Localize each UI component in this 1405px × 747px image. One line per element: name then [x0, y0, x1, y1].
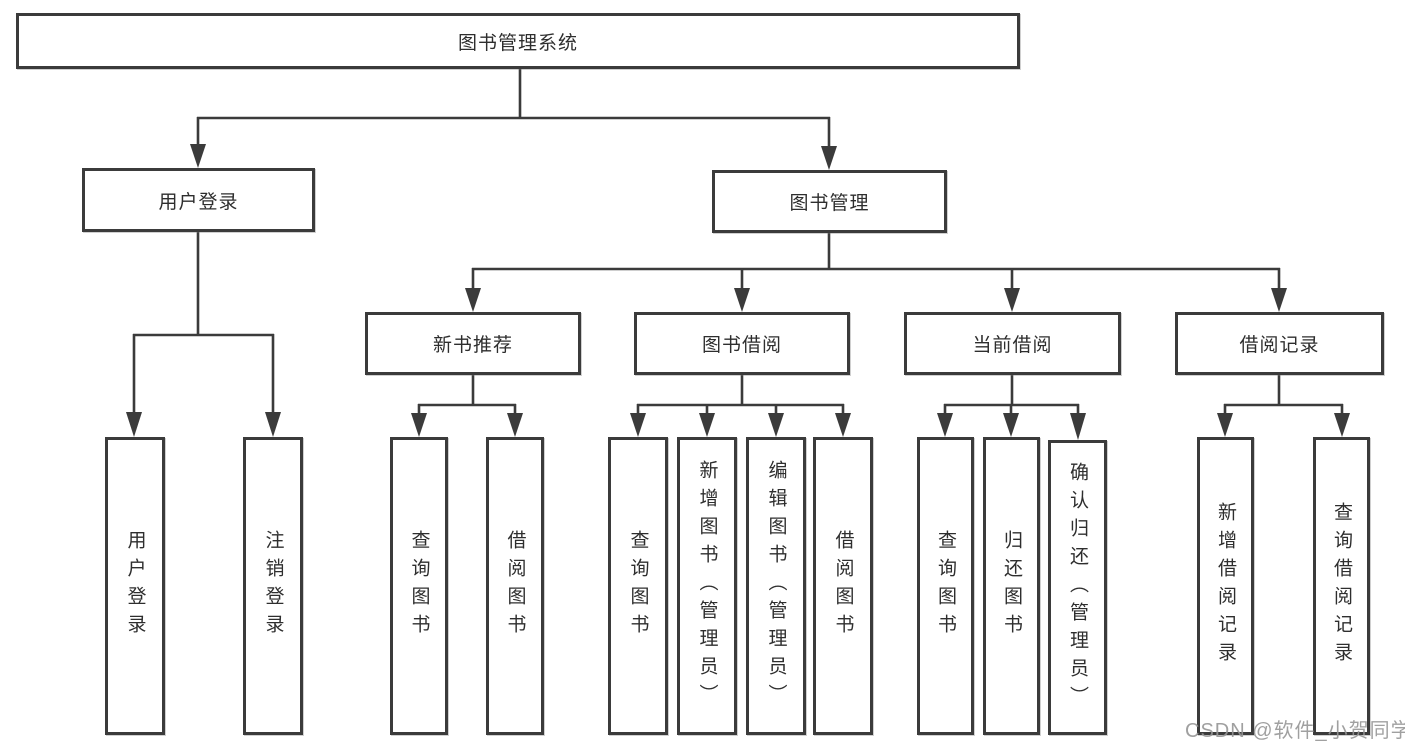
- node-leaf-user-login: 用户登录: [105, 437, 165, 735]
- node-leaf-query-books-current: 查询图书: [917, 437, 974, 735]
- node-leaf-query-books-recommend: 查询图书: [390, 437, 448, 735]
- node-leaf-add-book-admin: 新增图书（管理员）: [677, 437, 737, 735]
- node-leaf-logout: 注销登录: [243, 437, 303, 735]
- node-leaf-borrow-books-recommend: 借阅图书: [486, 437, 544, 735]
- node-book-borrow: 图书借阅: [634, 312, 850, 375]
- node-leaf-add-borrow-record: 新增借阅记录: [1197, 437, 1254, 735]
- node-new-book-recommend: 新书推荐: [365, 312, 581, 375]
- node-user-login: 用户登录: [82, 168, 315, 232]
- node-leaf-query-books-borrow: 查询图书: [608, 437, 668, 735]
- csdn-watermark: CSDN @软件_小贺同学: [1185, 720, 1405, 742]
- node-leaf-confirm-return-admin: 确认归还（管理员）: [1048, 440, 1107, 735]
- node-root: 图书管理系统: [16, 13, 1020, 69]
- node-leaf-return-book: 归还图书: [983, 437, 1040, 735]
- node-leaf-edit-book-admin: 编辑图书（管理员）: [746, 437, 806, 735]
- node-borrow-records: 借阅记录: [1175, 312, 1384, 375]
- node-book-management: 图书管理: [712, 170, 947, 233]
- node-leaf-query-borrow-record: 查询借阅记录: [1313, 437, 1370, 735]
- node-leaf-borrow-books: 借阅图书: [813, 437, 873, 735]
- node-current-borrow: 当前借阅: [904, 312, 1121, 375]
